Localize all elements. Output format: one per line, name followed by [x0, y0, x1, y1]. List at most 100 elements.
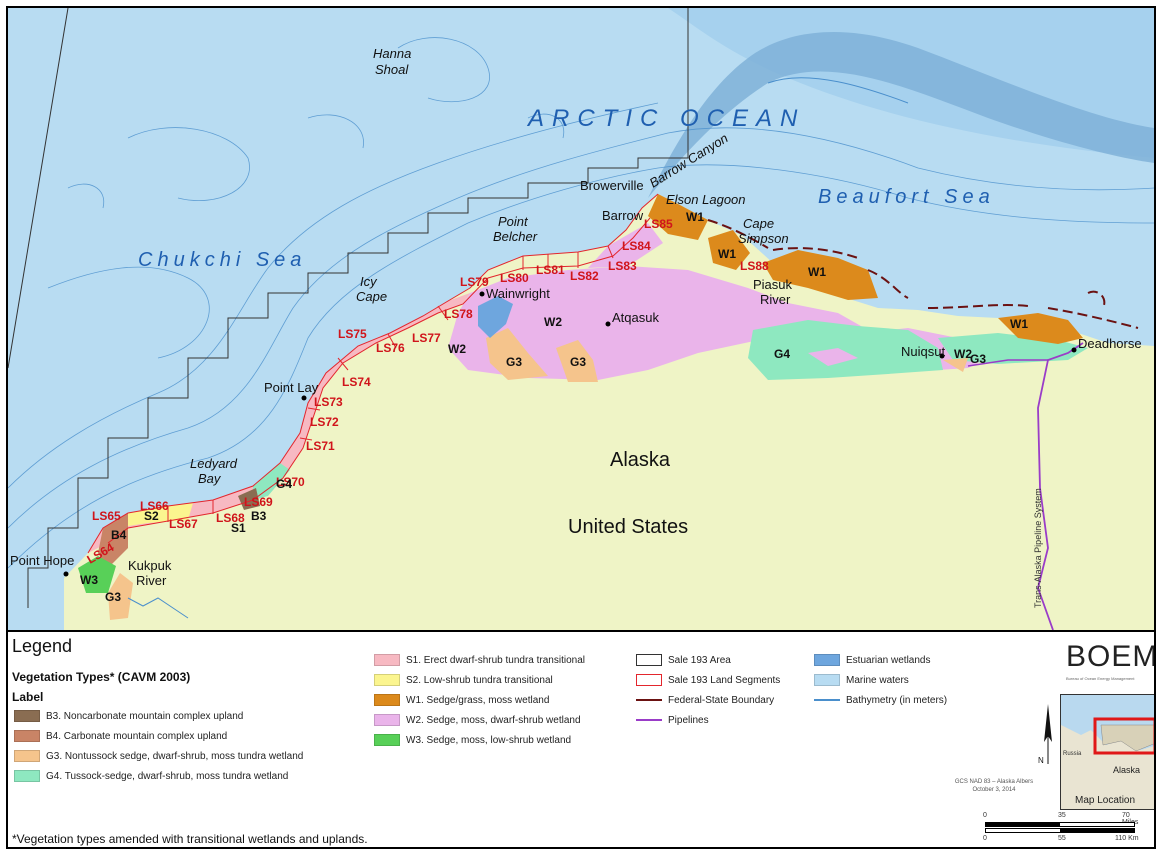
- scale-miles-35: 35: [1058, 812, 1066, 819]
- wainwright-label: Wainwright: [486, 286, 550, 301]
- w1-simpson: [708, 230, 750, 270]
- ledyard-bay-label-2: Bay: [198, 471, 222, 486]
- segment-label-ls66: LS66: [140, 499, 169, 513]
- hanna-shoal-label: Hanna: [373, 46, 411, 61]
- w1-east: [998, 313, 1083, 344]
- legend-item-label: B3. Noncarbonate mountain complex upland: [46, 710, 244, 722]
- legend-item: Sale 193 Area: [636, 650, 780, 670]
- location-inset-map: Russia Alaska Map Location: [1060, 694, 1154, 810]
- kukpuk-river: [127, 597, 189, 619]
- legend-column-1: B3. Noncarbonate mountain complex upland…: [14, 706, 303, 786]
- legend-item: W1. Sedge/grass, moss wetland: [374, 690, 585, 710]
- projection-line: GCS NAD 83 – Alaska Albers: [954, 779, 1034, 785]
- legend-color-swatch: [14, 710, 40, 722]
- veg-label-w1: W1: [718, 247, 736, 261]
- arctic-ocean-label: ARCTIC OCEAN: [526, 105, 805, 132]
- alaska-land: [64, 194, 1154, 630]
- legend-color-swatch: [14, 770, 40, 782]
- scale-bar-graphic: [985, 822, 1135, 827]
- segment-label-ls71: LS71: [306, 439, 335, 453]
- icy-cape-label: Icy: [360, 274, 378, 289]
- kukpuk-river-label: Kukpuk: [128, 558, 172, 573]
- deadhorse-label: Deadhorse: [1078, 336, 1142, 351]
- legend-item: G4. Tussock-sedge, dwarf-shrub, moss tun…: [14, 766, 303, 786]
- segment-label-ls82: LS82: [570, 269, 599, 283]
- legend-footnote: *Vegetation types amended with transitio…: [12, 832, 368, 846]
- veg-label-g4: G4: [774, 347, 790, 361]
- vegetation-map[interactable]: ARCTIC OCEAN Beaufort Sea Chukchi Sea Ha…: [8, 8, 1154, 630]
- veg-label-w1: W1: [1010, 317, 1028, 331]
- segment-label-ls67: LS67: [169, 517, 198, 531]
- legend-item-label: Pipelines: [668, 714, 709, 726]
- legend-item: W3. Sedge, moss, low-shrub wetland: [374, 730, 585, 750]
- sale-193-area-boundary: [8, 8, 689, 608]
- chukchi-sea-label: Chukchi Sea: [138, 249, 306, 271]
- point-hope-marker: [63, 571, 69, 577]
- b3-region: [238, 488, 260, 510]
- veg-label-w3: W3: [80, 573, 98, 587]
- pipeline-connector: [967, 359, 1048, 367]
- legend-color-swatch: [814, 674, 840, 686]
- point-belcher-label: Point: [498, 214, 529, 229]
- wainwright-marker: [479, 291, 485, 297]
- legend-box-swatch: [636, 654, 662, 666]
- veg-label-g3: G3: [506, 355, 522, 369]
- w1-barrow: [648, 194, 708, 240]
- veg-label-g4: G4: [276, 477, 292, 491]
- legend-color-swatch: [374, 694, 400, 706]
- legend-line-swatch: [814, 694, 840, 706]
- browerville-label: Browerville: [580, 178, 644, 193]
- location-inset-caption: Map Location: [1075, 795, 1136, 806]
- legend-color-swatch: [814, 654, 840, 666]
- barrow-canyon-trough: [648, 31, 1154, 199]
- segment-label-ls72: LS72: [310, 415, 339, 429]
- legend-color-swatch: [374, 674, 400, 686]
- location-inset-country-label: Russia: [1063, 751, 1082, 757]
- point-lay-label: Point Lay: [264, 380, 319, 395]
- nuiqsut-label: Nuiqsut: [901, 344, 945, 359]
- north-label: N: [1038, 756, 1044, 765]
- legend-box-swatch: [636, 674, 662, 686]
- piasuk-river-label: Piasuk: [753, 277, 793, 292]
- legend-color-swatch: [374, 654, 400, 666]
- elson-lagoon-label: Elson Lagoon: [666, 192, 746, 207]
- legend-color-swatch: [374, 734, 400, 746]
- map-frame: ARCTIC OCEAN Beaufort Sea Chukchi Sea Ha…: [6, 6, 1156, 849]
- w1-piasuk: [763, 250, 878, 300]
- segment-label-ls84: LS84: [622, 239, 651, 253]
- nuiqsut-marker: [939, 353, 945, 359]
- g3-region-1: [486, 328, 548, 380]
- legend-label-header: Label: [12, 690, 44, 704]
- legend-item-label: Federal-State Boundary: [668, 694, 775, 706]
- segment-label-ls79: LS79: [460, 275, 489, 289]
- veg-label-g3: G3: [570, 355, 586, 369]
- cape-simpson-label-2: Simpson: [738, 231, 789, 246]
- w3-region: [78, 556, 116, 593]
- w2-north-lobe: [588, 223, 663, 268]
- s2-strip: [128, 503, 193, 526]
- veg-label-b3: B3: [251, 509, 267, 523]
- legend-subtitle: Vegetation Types* (CAVM 2003): [12, 670, 191, 684]
- veg-label-w1: W1: [686, 210, 704, 224]
- atqasuk-marker: [605, 321, 611, 327]
- legend-item: Marine waters: [814, 670, 947, 690]
- legend-item-label: W3. Sedge, moss, low-shrub wetland: [406, 734, 572, 746]
- legend-item: B3. Noncarbonate mountain complex upland: [14, 706, 303, 726]
- estuarian-wetland-wainwright: [478, 296, 513, 338]
- veg-label-s2: S2: [144, 509, 159, 523]
- legend-item-label: Sale 193 Area: [668, 654, 731, 666]
- legend-color-swatch: [14, 730, 40, 742]
- veg-label-s1: S1: [231, 521, 246, 535]
- legend-item: Estuarian wetlands: [814, 650, 947, 670]
- pipeline-taps: [1037, 342, 1084, 630]
- g3-east: [943, 358, 968, 372]
- barrow-canyon-ridge: [767, 77, 909, 104]
- veg-label-w2: W2: [544, 315, 562, 329]
- atqasuk-label: Atqasuk: [612, 310, 659, 325]
- boem-logo-subtitle: Bureau of Ocean Energy Management: [1066, 676, 1135, 681]
- legend-item-label: G3. Nontussock sedge, dwarf-shrub, moss …: [46, 750, 304, 762]
- legend-title: Legend: [12, 636, 73, 656]
- segment-label-ls69: LS69: [244, 495, 273, 509]
